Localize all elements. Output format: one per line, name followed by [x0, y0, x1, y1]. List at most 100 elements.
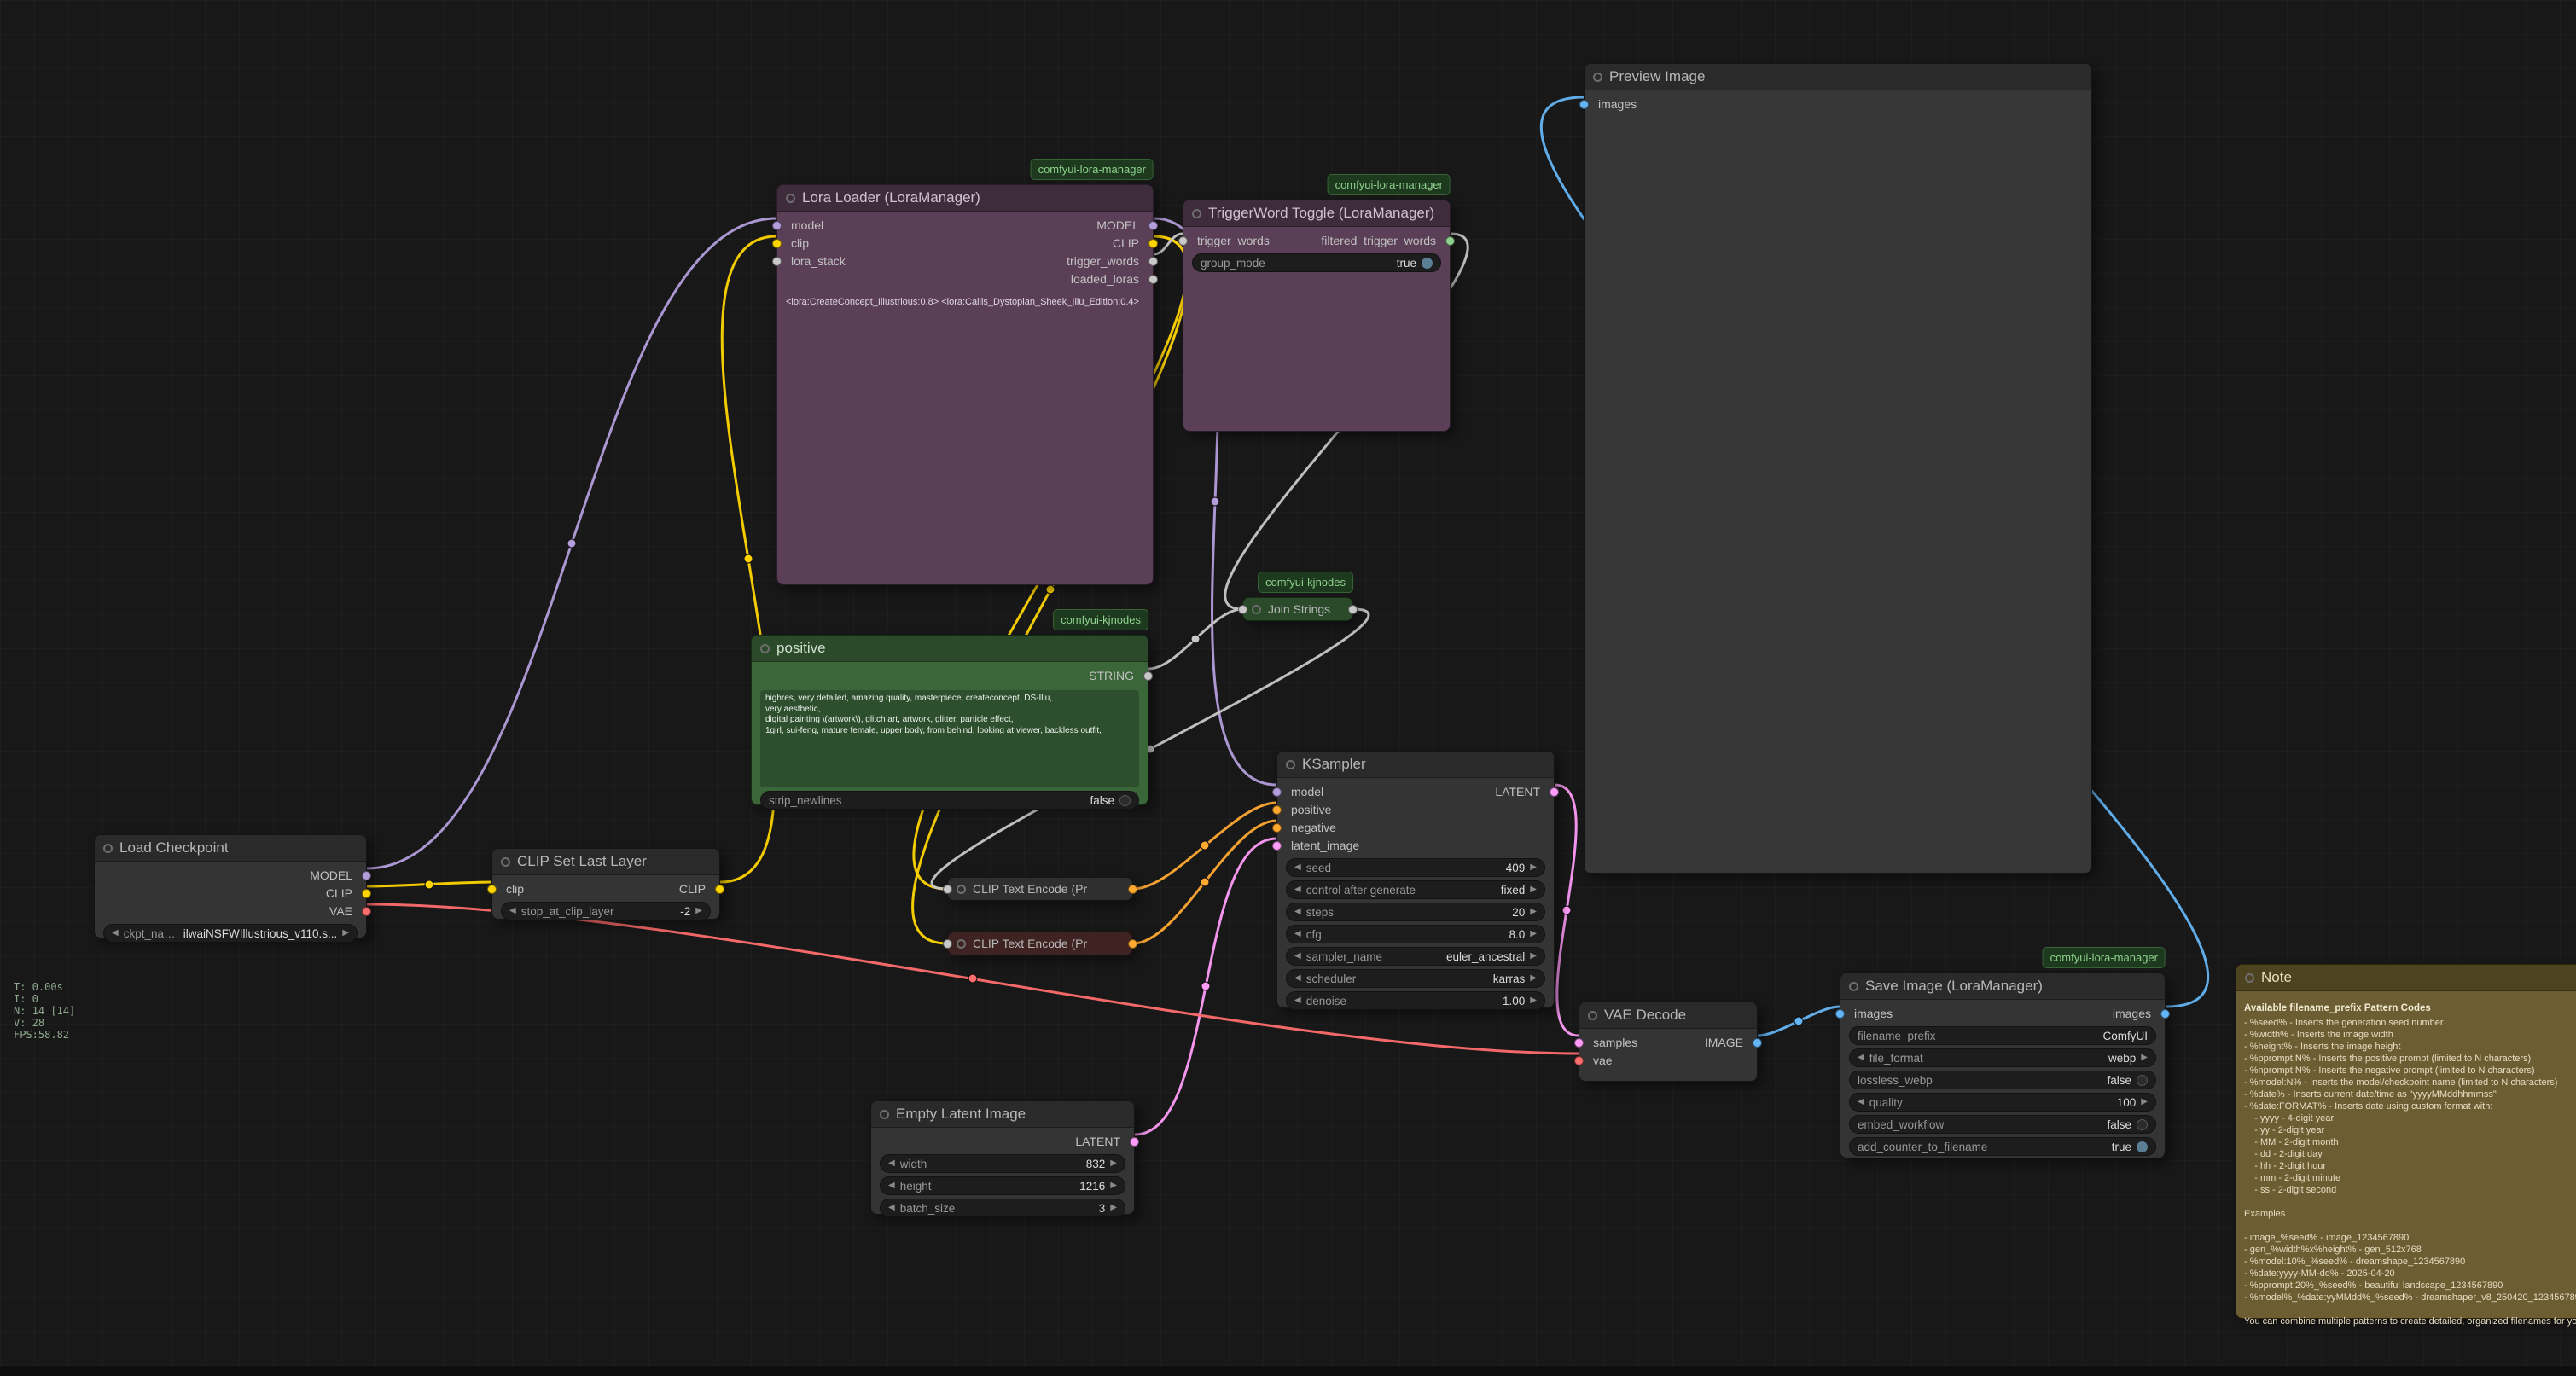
- increment-arrow-icon[interactable]: ▶: [342, 928, 349, 938]
- collapse-icon[interactable]: [2245, 972, 2254, 983]
- collapse-icon[interactable]: [501, 856, 510, 867]
- node-join-strings[interactable]: Join Strings: [1238, 597, 1358, 621]
- increment-arrow-icon[interactable]: ▶: [2141, 1053, 2148, 1062]
- note-body[interactable]: - %seed% - Inserts the generation seed n…: [2244, 1018, 2576, 1327]
- increment-arrow-icon[interactable]: ▶: [1530, 996, 1537, 1005]
- decrement-arrow-icon[interactable]: ◀: [888, 1203, 895, 1212]
- decrement-arrow-icon[interactable]: ◀: [509, 906, 516, 915]
- decrement-arrow-icon[interactable]: ◀: [1294, 929, 1301, 938]
- node-header[interactable]: VAE Decode: [1579, 1002, 1757, 1029]
- node-header[interactable]: Save Image (LoraManager): [1840, 973, 2165, 1000]
- decrement-arrow-icon[interactable]: ◀: [1858, 1097, 1864, 1106]
- group-mode-toggle-widget[interactable]: group_mode true: [1192, 253, 1441, 272]
- decrement-arrow-icon[interactable]: ◀: [1858, 1053, 1864, 1062]
- steps-widget[interactable]: ◀ steps 20 ▶: [1286, 903, 1545, 921]
- output-slot-filtered-trigger-words[interactable]: [1445, 236, 1455, 246]
- input-slot-collapsed[interactable]: [943, 885, 952, 894]
- output-slot-conditioning[interactable]: [1128, 939, 1137, 949]
- input-slot-lora-stack[interactable]: [772, 257, 782, 266]
- collapse-icon[interactable]: [1286, 759, 1295, 769]
- stop-at-clip-layer-widget[interactable]: ◀ stop_at_clip_layer -2 ▶: [501, 902, 711, 920]
- output-slot-clip[interactable]: [362, 889, 371, 898]
- node-header[interactable]: Load Checkpoint: [95, 835, 366, 862]
- decrement-arrow-icon[interactable]: ◀: [888, 1158, 895, 1168]
- collapse-icon[interactable]: [880, 1109, 889, 1119]
- input-slot-model[interactable]: [1272, 787, 1282, 797]
- collapse-icon[interactable]: [1849, 981, 1858, 991]
- input-slot-model[interactable]: [772, 221, 782, 230]
- collapse-icon[interactable]: [760, 643, 770, 653]
- input-slot-positive[interactable]: [1272, 805, 1282, 815]
- node-load-checkpoint[interactable]: Load Checkpoint MODEL CLIP VAE ◀ ckpt_na…: [94, 834, 371, 943]
- collapse-icon[interactable]: [786, 193, 795, 203]
- node-ksampler[interactable]: KSampler model LATENT positive negative …: [1272, 751, 1559, 1010]
- increment-arrow-icon[interactable]: ▶: [1110, 1181, 1117, 1190]
- seed-widget[interactable]: ◀ seed 409 ▶: [1286, 858, 1545, 877]
- output-slot-joined-string[interactable]: [1348, 605, 1358, 614]
- node-header[interactable]: Note: [2236, 965, 2576, 991]
- file-format-widget[interactable]: ◀ file_format webp ▶: [1849, 1048, 2156, 1067]
- cfg-widget[interactable]: ◀ cfg 8.0 ▶: [1286, 925, 1545, 943]
- filename-prefix-widget[interactable]: filename_prefix ComfyUI: [1849, 1026, 2156, 1045]
- output-slot-string[interactable]: [1143, 671, 1153, 681]
- decrement-arrow-icon[interactable]: ◀: [1294, 862, 1301, 872]
- output-slot-conditioning[interactable]: [1128, 885, 1137, 894]
- input-slot-clip[interactable]: [487, 885, 497, 894]
- decrement-arrow-icon[interactable]: ◀: [1294, 885, 1301, 894]
- denoise-widget[interactable]: ◀ denoise 1.00 ▶: [1286, 991, 1545, 1010]
- node-clip-set-last-layer[interactable]: CLIP Set Last Layer clip CLIP ◀ stop_at_…: [487, 848, 724, 920]
- collapse-icon[interactable]: [1252, 604, 1261, 614]
- prompt-textarea[interactable]: highres, very detailed, amazing quality,…: [760, 690, 1139, 787]
- toggle-knob-icon[interactable]: [2137, 1074, 2148, 1086]
- lossless-webp-toggle-widget[interactable]: lossless_webp false: [1849, 1071, 2156, 1089]
- decrement-arrow-icon[interactable]: ◀: [1294, 996, 1301, 1005]
- input-slot-vae[interactable]: [1574, 1056, 1584, 1065]
- input-slot-samples[interactable]: [1574, 1038, 1584, 1048]
- node-header[interactable]: Lora Loader (LoraManager): [777, 185, 1153, 212]
- input-slot-latent-image[interactable]: [1272, 841, 1282, 851]
- node-lora-loader[interactable]: Lora Loader (LoraManager) model MODEL cl…: [772, 184, 1158, 585]
- embed-workflow-toggle-widget[interactable]: embed_workflow false: [1849, 1115, 2156, 1134]
- node-note[interactable]: Note Available filename_prefix Pattern C…: [2236, 964, 2576, 1327]
- sampler-name-widget[interactable]: ◀ sampler_name euler_ancestral ▶: [1286, 947, 1545, 966]
- node-header[interactable]: Empty Latent Image: [871, 1101, 1134, 1128]
- scheduler-widget[interactable]: ◀ scheduler karras ▶: [1286, 969, 1545, 988]
- increment-arrow-icon[interactable]: ▶: [1530, 973, 1537, 983]
- increment-arrow-icon[interactable]: ▶: [1530, 885, 1537, 894]
- control-after-generate-widget[interactable]: ◀ control after generate fixed ▶: [1286, 880, 1545, 899]
- node-positive-prompt[interactable]: positive STRING highres, very detailed, …: [751, 635, 1153, 810]
- node-preview-image[interactable]: Preview Image images: [1579, 63, 2092, 874]
- node-empty-latent-image[interactable]: Empty Latent Image LATENT ◀ width 832 ▶ …: [870, 1100, 1139, 1217]
- increment-arrow-icon[interactable]: ▶: [2141, 1097, 2148, 1106]
- add-counter-toggle-widget[interactable]: add_counter_to_filename true: [1849, 1137, 2156, 1156]
- decrement-arrow-icon[interactable]: ◀: [1294, 951, 1301, 961]
- collapse-icon[interactable]: [1588, 1010, 1597, 1020]
- output-slot-trigger-words[interactable]: [1148, 257, 1158, 266]
- increment-arrow-icon[interactable]: ▶: [1530, 929, 1537, 938]
- toggle-knob-icon[interactable]: [2137, 1141, 2148, 1152]
- increment-arrow-icon[interactable]: ▶: [1110, 1203, 1117, 1212]
- toggle-knob-icon[interactable]: [1119, 794, 1131, 806]
- toggle-knob-icon[interactable]: [1422, 257, 1433, 269]
- output-slot-latent[interactable]: [1130, 1137, 1139, 1147]
- output-slot-clip[interactable]: [1148, 239, 1158, 248]
- increment-arrow-icon[interactable]: ▶: [695, 906, 702, 915]
- node-header[interactable]: KSampler: [1277, 752, 1554, 778]
- node-header[interactable]: CLIP Set Last Layer: [492, 849, 719, 875]
- increment-arrow-icon[interactable]: ▶: [1530, 862, 1537, 872]
- collapse-icon[interactable]: [957, 938, 966, 949]
- width-widget[interactable]: ◀ width 832 ▶: [880, 1154, 1125, 1173]
- node-header[interactable]: TriggerWord Toggle (LoraManager): [1183, 200, 1450, 227]
- decrement-arrow-icon[interactable]: ◀: [1294, 907, 1301, 916]
- collapse-icon[interactable]: [1593, 72, 1602, 82]
- node-triggerword-toggle[interactable]: TriggerWord Toggle (LoraManager) trigger…: [1178, 200, 1455, 432]
- quality-widget[interactable]: ◀ quality 100 ▶: [1849, 1093, 2156, 1112]
- output-slot-image[interactable]: [1753, 1038, 1762, 1048]
- node-header[interactable]: CLIP Text Encode (Pr: [948, 878, 1132, 900]
- height-widget[interactable]: ◀ height 1216 ▶: [880, 1176, 1125, 1195]
- node-header[interactable]: CLIP Text Encode (Pr: [948, 932, 1132, 955]
- collapse-icon[interactable]: [1192, 208, 1201, 218]
- batch-size-widget[interactable]: ◀ batch_size 3 ▶: [880, 1199, 1125, 1217]
- input-slot-collapsed[interactable]: [943, 939, 952, 949]
